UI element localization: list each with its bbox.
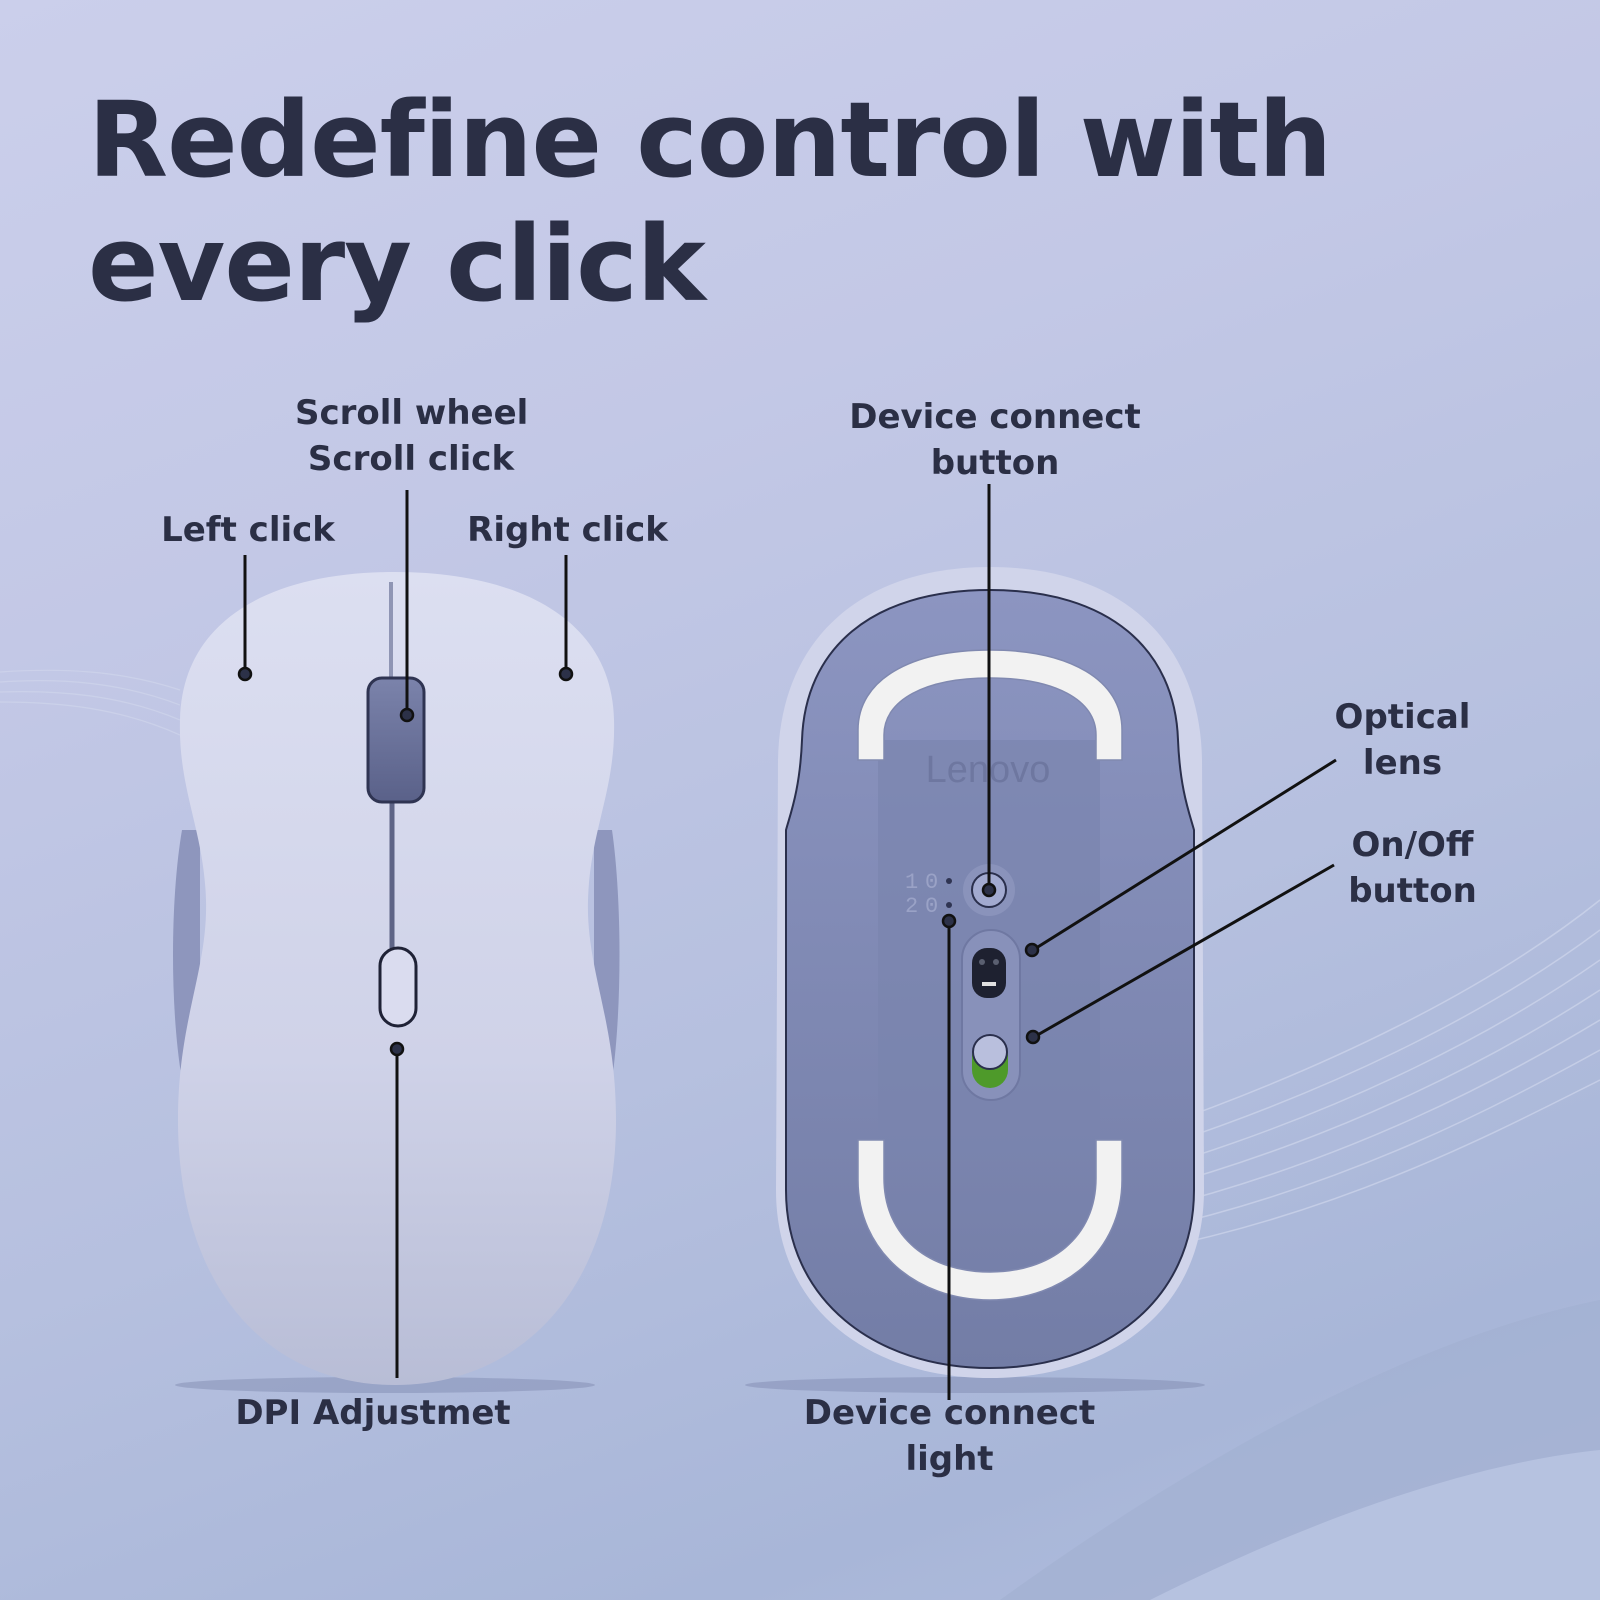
headline-line-1: Redefine control with (88, 79, 1332, 201)
label-scroll: Scroll wheel Scroll click (295, 390, 529, 482)
scroll-wheel[interactable] (366, 676, 426, 804)
label-device-connect-button-line-1: Device connect (849, 397, 1141, 437)
channel-indicator-2: 2 (905, 894, 918, 919)
label-on-off-button: On/Off button (1335, 822, 1490, 914)
label-optical-lens: Optical lens (1325, 694, 1480, 786)
label-device-connect-button-line-2: button (930, 443, 1060, 483)
mouse-bottom-view: Lenovo 1 2 0 0 (776, 567, 1204, 1378)
label-device-connect-light-line-2: light (905, 1439, 994, 1479)
label-scroll-line-1: Scroll wheel (295, 393, 529, 433)
label-right-click: Right click (467, 510, 668, 550)
label-scroll-line-2: Scroll click (307, 439, 515, 479)
label-dpi-adjustment: DPI Adjustmet (235, 1393, 511, 1433)
dpi-button[interactable] (378, 946, 418, 1028)
channel-led-1 (946, 878, 952, 884)
label-optical-lens-line-1: Optical (1334, 697, 1471, 737)
channel-led-2 (946, 902, 952, 908)
label-device-connect-light-line-1: Device connect (803, 1393, 1096, 1433)
device-connect-button[interactable] (971, 872, 1007, 908)
on-off-switch[interactable] (972, 1034, 1008, 1070)
channel-indicator-1: 1 (905, 870, 918, 895)
label-on-off-line-1: On/Off (1351, 825, 1474, 865)
lenovo-logo: Lenovo (926, 749, 1051, 791)
label-device-connect-light: Device connect light (797, 1390, 1102, 1482)
headline: Redefine control with every click (88, 78, 1332, 326)
label-device-connect-button: Device connect button (845, 394, 1145, 486)
label-left-click: Left click (161, 510, 335, 550)
mouse-top-view (173, 572, 620, 1385)
label-on-off-line-2: button (1348, 871, 1477, 911)
channel-indicator-2-suffix: 0 (925, 894, 938, 919)
channel-indicator-1-suffix: 0 (925, 870, 938, 895)
label-optical-lens-line-2: lens (1362, 743, 1443, 783)
optical-lens (972, 948, 1006, 998)
headline-line-2: every click (88, 203, 706, 325)
bottom-skate-foot (857, 1139, 1123, 1301)
